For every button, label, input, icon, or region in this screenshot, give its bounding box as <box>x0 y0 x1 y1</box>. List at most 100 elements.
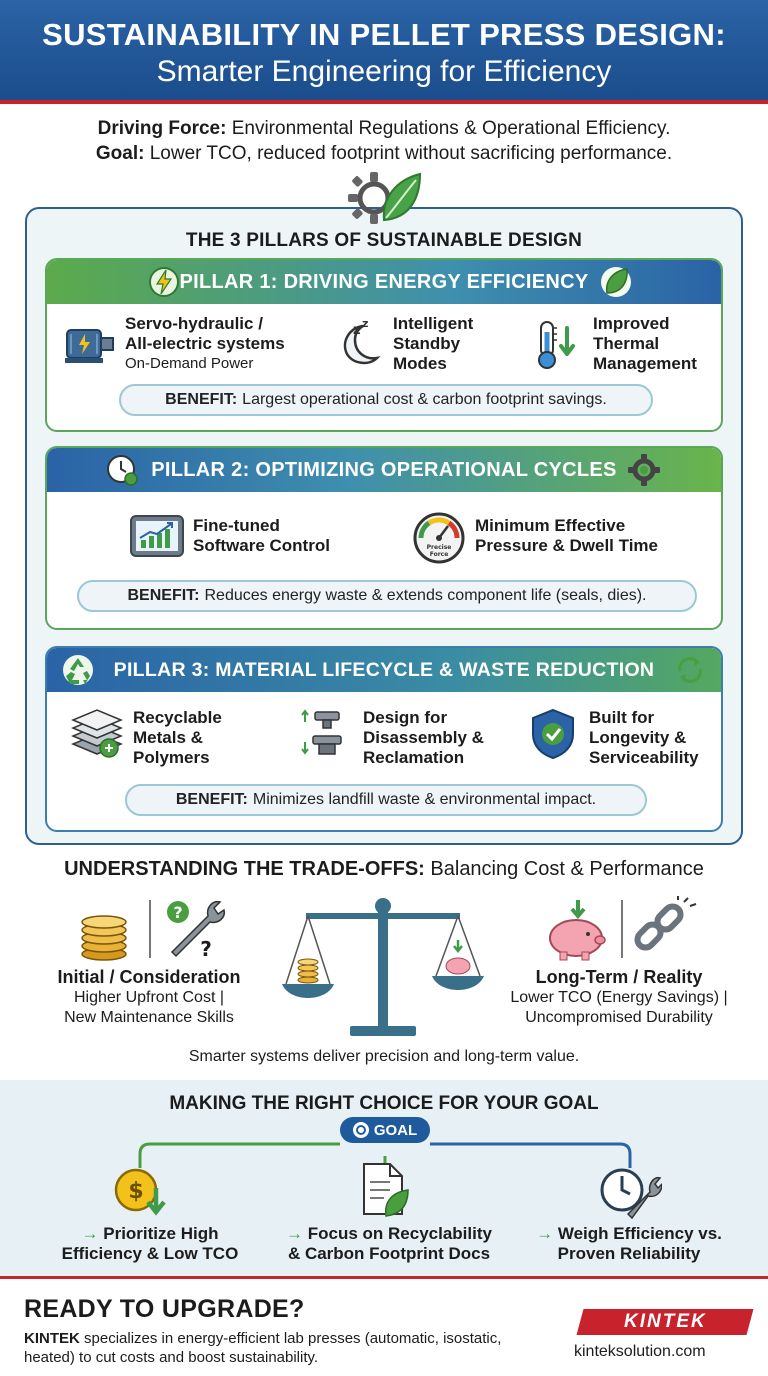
servo-line2: All-electric systems <box>125 334 285 353</box>
footer-brand-name: KINTEK <box>24 1330 80 1347</box>
coins-icon <box>81 915 127 961</box>
tradeoffs-title-bold: UNDERSTANDING THE TRADE-OFFS: <box>64 858 425 880</box>
feature-software: Fine-tuned Software Control <box>129 508 330 564</box>
pillar-3-title: PILLAR 3: MATERIAL LIFECYCLE & WASTE RED… <box>113 658 655 681</box>
servo-sub: On-Demand Power <box>125 355 254 372</box>
footer-heading: READY TO UPGRADE? <box>24 1295 305 1323</box>
choice-title: MAKING THE RIGHT CHOICE FOR YOUR GOAL <box>169 1093 599 1114</box>
tradeoff-longterm-line1: Lower TCO (Energy Savings) | <box>510 989 728 1006</box>
benefit-label: BENEFIT: <box>127 587 200 604</box>
kintek-logo[interactable]: KINTEK <box>576 1309 754 1335</box>
pressure-gauge-icon: Precise Force <box>413 512 465 564</box>
disassembly-line2: Disassembly & <box>363 728 484 747</box>
thermometer-icon <box>538 321 575 369</box>
feature-thermal: Improved Thermal Management <box>529 314 697 374</box>
piggy-chain-icons <box>549 896 697 961</box>
benefit-text: Minimizes landfill waste & environmental… <box>252 791 597 808</box>
pillar-1-card: PILLAR 1: DRIVING ENERGY EFFICIENCY Serv… <box>45 258 723 432</box>
recycle-icon <box>63 655 93 685</box>
standby-line1: Intelligent <box>393 314 474 333</box>
clock-gear-icon <box>107 455 138 486</box>
disassembly-line3: Reclamation <box>363 748 465 767</box>
pillar-1-header: PILLAR 1: DRIVING ENERGY EFFICIENCY <box>47 260 721 304</box>
servo-line1: Servo-hydraulic / <box>125 314 263 333</box>
driving-force-label: Driving Force: <box>97 118 227 139</box>
goal-text: Lower TCO, reduced footprint without sac… <box>149 143 673 164</box>
dollar-coin-arrow-icon: $ <box>114 1168 166 1216</box>
pressure-line2: Pressure & Dwell Time <box>475 536 658 555</box>
chain-link-icon <box>634 903 684 951</box>
tradeoff-initial-line2: New Maintenance Skills <box>64 1009 234 1026</box>
option-reliability: → Weigh Efficiency vs. Proven Reliabilit… <box>528 1224 730 1264</box>
option-recyclability-line1: Focus on Recyclability <box>307 1224 492 1243</box>
feature-disassembly: Design for Disassembly & Reclamation <box>299 706 484 768</box>
longevity-line1: Built for <box>589 708 655 727</box>
tradeoff-initial: Initial / Consideration Higher Upfront C… <box>36 966 262 1028</box>
footer-description: KINTEK specializes in energy-efficient l… <box>24 1329 544 1367</box>
benefit-text: Reduces energy waste & extends component… <box>204 587 647 604</box>
pillar-3-card: PILLAR 3: MATERIAL LIFECYCLE & WASTE RED… <box>45 646 723 832</box>
balance-scale-icon <box>282 898 484 1036</box>
option-recyclability-line2: & Carbon Footprint Docs <box>287 1244 491 1263</box>
thermal-line3: Management <box>593 354 697 373</box>
pillar-3-header: PILLAR 3: MATERIAL LIFECYCLE & WASTE RED… <box>47 648 721 692</box>
shield-check-icon <box>532 708 574 760</box>
arrow-icon: → <box>81 1224 99 1243</box>
option-reliability-line1: Weigh Efficiency vs. <box>557 1224 722 1243</box>
moon-sleep-icon: z z <box>343 317 381 365</box>
tradeoffs-note: Smarter systems deliver precision and lo… <box>188 1048 580 1065</box>
benefit-text: Largest operational cost & carbon footpr… <box>242 391 607 408</box>
option-reliability-line2: Proven Reliability <box>557 1244 701 1263</box>
svg-text:z: z <box>353 323 361 338</box>
disassembly-parts-icon <box>301 709 342 755</box>
intro: Driving Force: Environmental Regulations… <box>0 116 768 166</box>
tradeoff-longterm-label: Long-Term / Reality <box>535 967 703 987</box>
benefit-label: BENEFIT: <box>175 791 248 808</box>
target-icon <box>352 1122 369 1138</box>
gauge-label-precise: Precise <box>427 544 452 551</box>
page-title: SUSTAINABILITY IN PELLET PRESS DESIGN: <box>42 17 726 52</box>
standby-line3: Modes <box>393 354 447 373</box>
pillar-2-title: PILLAR 2: OPTIMIZING OPERATIONAL CYCLES <box>151 458 617 481</box>
document-leaf-icon <box>363 1163 409 1217</box>
feature-servo: Servo-hydraulic / All-electric systems O… <box>61 314 285 374</box>
feature-pressure: Precise Force Minimum Effective Pressure… <box>411 508 658 564</box>
recyclable-line1: Recyclable <box>133 708 222 727</box>
footer-desc-text: specializes in energy-efficient lab pres… <box>24 1330 502 1366</box>
disassembly-line1: Design for <box>363 708 448 727</box>
piggy-bank-icon <box>549 900 606 961</box>
tradeoff-longterm: Long-Term / Reality Lower TCO (Energy Sa… <box>494 966 744 1028</box>
benefit-label: BENEFIT: <box>165 391 238 408</box>
svg-text:$: $ <box>128 1179 143 1204</box>
motor-icon <box>65 329 114 363</box>
coins-wrench-icons: ? ? <box>81 900 226 961</box>
pillar-2-header: PILLAR 2: OPTIMIZING OPERATIONAL CYCLES <box>47 448 721 492</box>
recyclable-line2: Metals & <box>133 728 203 747</box>
page-subtitle: Smarter Engineering for Efficiency <box>156 55 612 88</box>
svg-text:?: ? <box>173 903 182 922</box>
svg-text:z: z <box>362 317 368 330</box>
gear-leaf-icon <box>348 172 422 224</box>
svg-text:?: ? <box>200 937 212 961</box>
material-stack-icon <box>71 709 123 758</box>
arrow-icon: → <box>536 1224 554 1243</box>
driving-force-text: Environmental Regulations & Operational … <box>231 118 671 139</box>
tradeoffs-title: UNDERSTANDING THE TRADE-OFFS: Balancing … <box>0 858 768 881</box>
feature-standby: z z Intelligent Standby Modes <box>329 314 474 374</box>
option-efficiency-line1: Prioritize High <box>103 1224 219 1243</box>
tradeoff-initial-label: Initial / Consideration <box>57 967 241 987</box>
energy-bolt-icon <box>149 267 179 297</box>
software-line1: Fine-tuned <box>193 516 280 535</box>
arrow-icon: → <box>286 1224 304 1243</box>
page-header: SUSTAINABILITY IN PELLET PRESS DESIGN: S… <box>0 0 768 104</box>
tradeoffs-title-rest: Balancing Cost & Performance <box>430 858 704 880</box>
pillar-1-title: PILLAR 1: DRIVING ENERGY EFFICIENCY <box>179 270 589 293</box>
tradeoff-longterm-line2: Uncompromised Durability <box>525 1009 713 1026</box>
pillar-3-benefit: BENEFIT: Minimizes landfill waste & envi… <box>125 784 647 816</box>
feature-recyclable: Recyclable Metals & Polymers <box>69 706 222 768</box>
goal-label: GOAL <box>373 1121 418 1139</box>
option-efficiency-line2: Efficiency & Low TCO <box>61 1244 239 1263</box>
kintek-logo-text: KINTEK <box>623 1311 707 1332</box>
website-link[interactable]: kinteksolution.com <box>574 1343 706 1360</box>
longevity-line2: Longevity & <box>589 728 687 747</box>
